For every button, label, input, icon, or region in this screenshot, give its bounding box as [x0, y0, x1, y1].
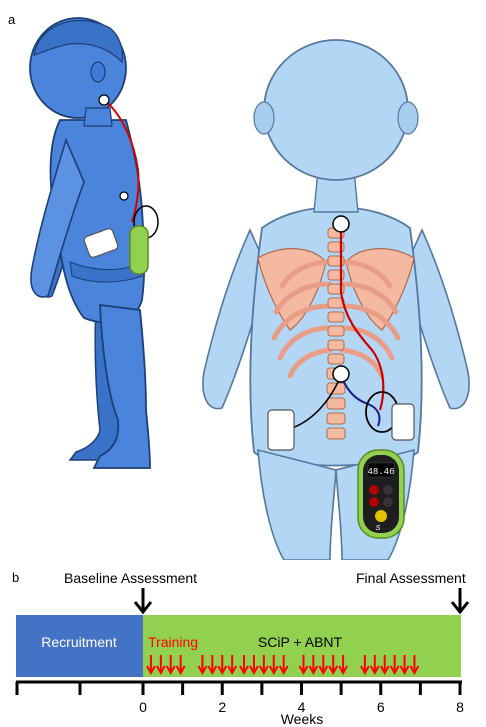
back-view-child: 48.46 S: [203, 40, 469, 560]
device-brand: S: [376, 525, 381, 532]
x-axis-title: Weeks: [281, 711, 324, 727]
axis-ticks: [17, 682, 460, 695]
stimulation-illustration: 48.46 S: [0, 0, 486, 560]
intervention-label: SCiP + ABNT: [258, 634, 343, 650]
axis-tick-label: 2: [218, 699, 226, 715]
device-display: 48.46: [367, 467, 394, 477]
baseline-assessment-arrow: [135, 588, 151, 612]
recruitment-label: Recruitment: [41, 634, 117, 650]
side-view-child: [30, 18, 158, 468]
axis-tick-label: 0: [139, 699, 147, 715]
axis-tick-label: 8: [456, 699, 464, 715]
stimulator-device: 48.46 S: [358, 450, 404, 538]
final-assessment-arrow: [452, 588, 468, 612]
axis-tick-label: 6: [377, 699, 385, 715]
training-label: Training: [148, 634, 198, 650]
